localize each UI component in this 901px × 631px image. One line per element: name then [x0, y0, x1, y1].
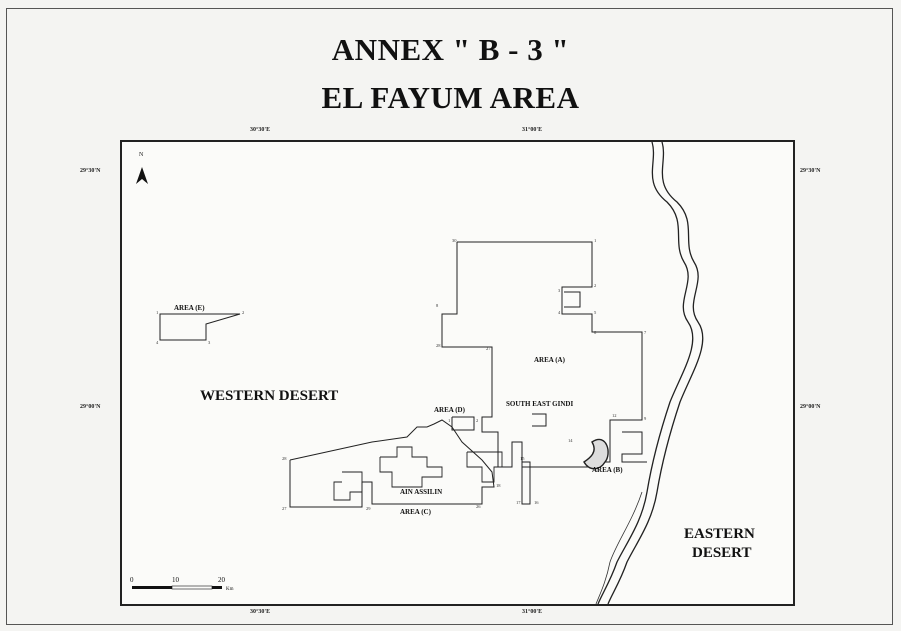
coord-left-top: 29°30'N	[80, 168, 101, 174]
area-b-east-box	[621, 431, 647, 463]
scale-bar	[132, 585, 222, 590]
area-b-boundary	[583, 438, 609, 470]
vertex-label: 2	[594, 283, 596, 288]
map-frame: N 0 10 20 Km AREA (A) AREA (B) AREA (C) …	[120, 140, 795, 606]
area-c-block-south	[333, 471, 363, 501]
nile-river-east-bank	[607, 142, 704, 604]
scale-tick-10: 10	[172, 576, 180, 584]
vertex-label: 27	[486, 346, 491, 351]
vertex-label: 14	[568, 438, 573, 443]
scale-tick-0: 0	[130, 576, 134, 584]
vertex-label: 4	[558, 310, 561, 315]
area-e-boundary	[159, 313, 241, 341]
area-c-strip	[521, 461, 531, 505]
map-canvas: N 0 10 20 Km AREA (A) AREA (B) AREA (C) …	[130, 142, 755, 604]
vertex-label: 1	[594, 238, 596, 243]
vertex-label: 27	[282, 506, 287, 511]
vertex-label: 2	[476, 418, 478, 423]
vertex-label: 9	[644, 416, 647, 421]
vertex-label: 2	[242, 310, 244, 315]
area-b-label: AREA (B)	[592, 466, 623, 474]
coord-right-middle: 29°00'N	[800, 404, 821, 410]
coord-top-left: 30°30'E	[250, 127, 271, 133]
coord-bottom-left: 30°30'E	[250, 609, 271, 615]
eastern-desert-label-2: DESERT	[692, 545, 752, 561]
river-channel-west	[595, 491, 643, 604]
scale-tick-20: 20	[218, 576, 226, 584]
vertex-label: 3	[208, 340, 211, 345]
area-c-boundary	[289, 419, 495, 508]
vertex-label: 26	[476, 504, 481, 509]
annex-title: ANNEX " B - 3 "	[331, 32, 570, 67]
area-e-label: AREA (E)	[174, 304, 205, 312]
vertex-label: 16	[534, 500, 539, 505]
south-east-gindi-label: SOUTH EAST GINDI	[506, 400, 573, 408]
coord-left-middle: 29°00'N	[80, 404, 101, 410]
vertex-label: 1	[156, 310, 158, 315]
eastern-desert-label-1: EASTERN	[684, 526, 755, 542]
vertex-label: 5	[594, 310, 597, 315]
area-a-boundary	[441, 241, 643, 468]
vertex-label: 30	[452, 238, 457, 243]
outer-frame	[6, 8, 893, 625]
vertex-label: 3	[558, 288, 561, 293]
north-label: N	[139, 152, 144, 158]
area-c-inner	[379, 446, 443, 488]
coord-bottom-right: 31°00'E	[522, 609, 543, 615]
ain-assilin-label: AIN ASSILIN	[400, 488, 442, 496]
area-d-boundary	[451, 416, 475, 431]
area-d-label: AREA (D)	[434, 406, 466, 414]
area-c-label: AREA (C)	[400, 508, 432, 516]
south-east-gindi-boundary	[532, 413, 547, 427]
vertex-label: 15	[520, 456, 525, 461]
vertex-label: 4	[156, 340, 159, 345]
vertex-label: 17	[516, 500, 521, 505]
scale-unit: Km	[226, 587, 234, 592]
north-arrow-icon	[136, 167, 148, 184]
nile-river-west-bank	[597, 142, 694, 604]
area-title: EL FAYUM AREA	[321, 80, 580, 115]
vertex-label: 12	[612, 413, 617, 418]
area-a-notch	[564, 291, 581, 308]
vertex-label: 1	[448, 418, 450, 423]
vertex-label: 7	[644, 330, 647, 335]
western-desert-label: WESTERN DESERT	[200, 388, 338, 404]
vertex-label: 6	[594, 330, 597, 335]
vertex-label: 8	[436, 303, 439, 308]
vertex-label: 28	[282, 456, 287, 461]
coord-top-right: 31°00'E	[522, 127, 543, 133]
area-a-label: AREA (A)	[534, 356, 566, 364]
vertex-label: 29	[366, 506, 371, 511]
vertex-label: 18	[496, 483, 501, 488]
area-c-block-east	[466, 451, 503, 483]
coord-right-top: 29°30'N	[800, 168, 821, 174]
vertex-label: 28	[436, 343, 441, 348]
